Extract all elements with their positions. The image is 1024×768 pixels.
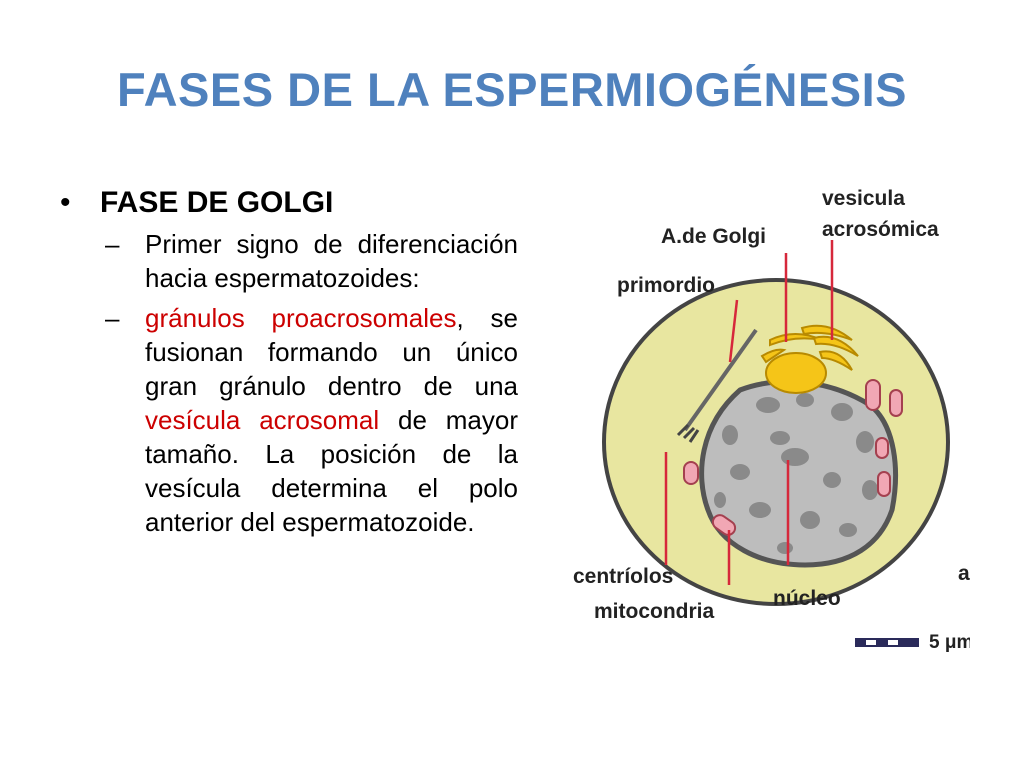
dash-icon: – [105, 303, 120, 333]
slide-content: • FASE DE GOLGI – Primer signo de difere… [60, 185, 520, 539]
label-acrosomica: acrosómica [822, 218, 939, 241]
centrioles [676, 423, 700, 443]
label-mitocondria: mitocondria [594, 600, 714, 623]
scale-bar [855, 638, 919, 647]
sub-bullet-2-part3: de mayor tamaño. La posición de la vesíc… [145, 405, 518, 537]
mitochondria [683, 379, 903, 536]
highlight-granulos: gránulos proacrosomales [145, 303, 457, 333]
flagellar-primordium [683, 328, 758, 432]
sub-bullet-1: – Primer signo de diferenciación hacia e… [105, 227, 520, 295]
sub-bullet-2-text: gránulos proacrosomales, se fusionan for… [145, 301, 518, 539]
spermatid-diagram: vesicula acrosómica A.de Golgi primordio… [573, 187, 970, 653]
slide-title: FASES DE LA ESPERMIOGÉNESIS [116, 63, 908, 116]
acrosomal-vesicle [765, 352, 827, 394]
bullet-fase-golgi: • FASE DE GOLGI [60, 185, 520, 221]
sub-bullet-1-text: Primer signo de diferenciación hacia esp… [145, 229, 518, 293]
label-golgi: A.de Golgi [661, 225, 766, 248]
scale-label: 5 μm [929, 632, 970, 653]
label-edge-a: a [958, 562, 970, 585]
label-vesicula: vesicula [822, 187, 905, 210]
leader-lines [664, 240, 834, 585]
nucleus [699, 379, 899, 568]
dash-icon: – [105, 229, 120, 259]
label-centriolos: centríolos [573, 565, 673, 588]
bullet-dot-icon: • [60, 186, 71, 219]
label-primordio: primordio [617, 274, 715, 297]
highlight-vesicula: vesícula acrosomal [145, 405, 380, 435]
bullet-text: FASE DE GOLGI [100, 186, 334, 219]
sub-bullet-2: – gránulos proacrosomales, se fusionan f… [105, 301, 520, 539]
label-nucleo: núcleo [773, 587, 841, 610]
sub-bullet-2-part2: , se fusionan formando un único gran grá… [145, 303, 518, 401]
golgi-apparatus [760, 324, 859, 371]
